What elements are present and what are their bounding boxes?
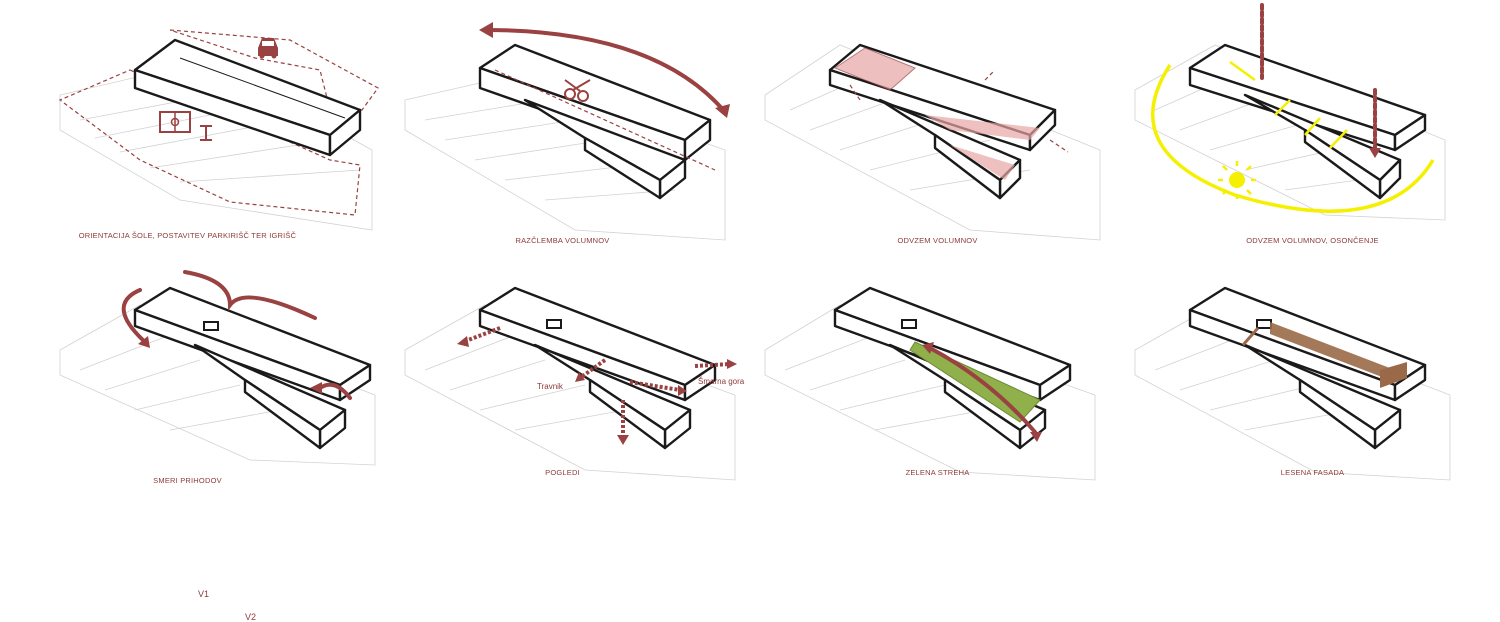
- panel-caption: ZELENA STREHA: [905, 468, 970, 477]
- sports-field-icon: [159, 111, 212, 141]
- diagram-panel-green-roof: ZELENA STREHA: [750, 250, 1125, 500]
- sun-rays: [1229, 60, 1348, 149]
- diagram-panel-sunlight: ODVZEM VOLUMNOV, OSONČENJE: [1125, 0, 1500, 250]
- entrance-label-v2: V2: [245, 612, 257, 622]
- view-label-smarna-gora: Šmarna gora: [698, 377, 745, 386]
- panel-caption: POGLEDI: [545, 468, 580, 477]
- terrain-lines: [764, 44, 1101, 241]
- approach-arrow-east: [318, 382, 352, 400]
- sun-icon: [1218, 161, 1256, 199]
- subtraction-drawing: [764, 43, 1101, 241]
- diagram-panel-wooden-facade: LESENA FASADA: [1125, 250, 1500, 500]
- diagram-panel-articulation: RAZČLEMBA VOLUMNOV: [375, 0, 750, 250]
- car-icon: [258, 38, 278, 59]
- panel-caption: ODVZEM VOLUMNOV: [897, 236, 978, 245]
- terrain-lines: [1134, 44, 1446, 221]
- views-drawing: [404, 286, 737, 481]
- sun-path-arc: [1151, 64, 1435, 213]
- panel-caption: ORIENTACIJA ŠOLE, POSTAVITEV PARKIRIŠČ T…: [78, 231, 297, 240]
- rotation-arrow: [483, 28, 727, 114]
- sunlight-drawing: [1134, 3, 1446, 221]
- panel-caption: RAZČLEMBA VOLUMNOV: [515, 236, 610, 245]
- orientation-drawing: [58, 29, 379, 231]
- panel-caption: ODVZEM VOLUMNOV, OSONČENJE: [1246, 236, 1379, 245]
- terrain-lines: [59, 304, 376, 466]
- articulation-drawing: [404, 22, 730, 241]
- approach-arrow-north: [183, 270, 317, 320]
- approach-drawing: [59, 270, 376, 466]
- wooden-facade-end: [1380, 362, 1407, 388]
- wooden-facade-surface: [1270, 322, 1395, 382]
- view-label-travnik: Travnik: [537, 382, 563, 391]
- terrain-lines: [404, 304, 736, 481]
- panel-caption: SMERI PRIHODOV: [153, 476, 222, 485]
- cut-line: [494, 69, 716, 171]
- entrance-label-v1: V1: [198, 589, 210, 599]
- approach-arrow-west: [121, 288, 147, 344]
- scissors-icon: [564, 79, 591, 102]
- wooden-facade-link: [1241, 327, 1260, 346]
- roof-path-arrow: [928, 346, 1037, 434]
- green-roof-drawing: [764, 286, 1096, 481]
- building-volume: [478, 286, 717, 450]
- diagram-panel-views: Travnik Šmarna gora POGLEDI: [375, 250, 750, 500]
- wooden-facade-drawing: [1134, 286, 1451, 481]
- view-arrow-heads: [457, 336, 737, 445]
- playground-boundary: [58, 69, 361, 216]
- terrain-lines: [764, 304, 1096, 481]
- building-volume: [133, 38, 362, 157]
- view-arrows: [462, 326, 731, 438]
- building-volume: [133, 286, 372, 450]
- removed-volumes: [833, 47, 1040, 180]
- diagram-panel-subtraction: ODVZEM VOLUMNOV: [750, 0, 1125, 250]
- building-volume: [478, 43, 712, 200]
- diagram-panel-orientation: ORIENTACIJA ŠOLE, POSTAVITEV PARKIRIŠČ T…: [0, 0, 379, 250]
- building-volume: [1188, 43, 1427, 200]
- diagram-panel-approach: V1 V2 SMERI PRIHODOV: [0, 250, 376, 622]
- panel-caption: LESENA FASADA: [1280, 468, 1345, 477]
